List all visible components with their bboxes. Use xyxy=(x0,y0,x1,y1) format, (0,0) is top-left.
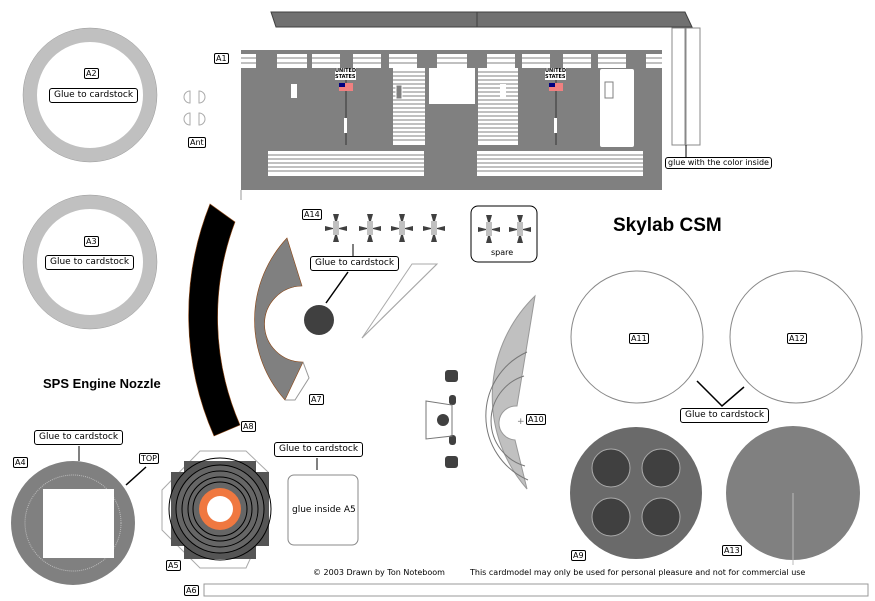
glue-callout-a2: Glue to cardstock xyxy=(49,88,139,103)
part-label-a4: A4 xyxy=(13,457,28,468)
part-label-a12: A12 xyxy=(787,333,807,344)
top-strip xyxy=(270,11,693,28)
a14-thrusters xyxy=(325,214,445,256)
a4-disc xyxy=(11,446,147,585)
glue-inside-box xyxy=(287,474,359,546)
part-label-a11: A11 xyxy=(629,333,649,344)
side-strip xyxy=(671,27,687,146)
part-label-a14: A14 xyxy=(302,209,322,220)
part-label-a8: A8 xyxy=(241,421,256,432)
a9-disc xyxy=(570,427,702,559)
part-label-a13: A13 xyxy=(722,545,742,556)
license-text: This cardmodel may only be used for pers… xyxy=(470,568,806,577)
glue-callout-a3: Glue to cardstock xyxy=(45,255,135,270)
antenna-pieces xyxy=(183,90,206,126)
page-title: Skylab CSM xyxy=(613,215,722,236)
glue-callout-a11-a12: Glue to cardstock xyxy=(680,408,770,423)
part-label-a2: A2 xyxy=(84,68,99,79)
glue-color-inside-callout: glue with the color inside xyxy=(665,157,772,169)
part-label-a3: A3 xyxy=(84,236,99,247)
a7-arc xyxy=(254,237,304,401)
part-label-a6: A6 xyxy=(184,585,199,596)
part-label-a9: A9 xyxy=(571,550,586,561)
a10-half-disc: + xyxy=(425,294,536,490)
a8-nozzle-band xyxy=(188,203,241,437)
part-label-a1: A1 xyxy=(214,53,229,64)
part-label-ant: Ant xyxy=(188,137,206,148)
dark-disc xyxy=(304,305,334,335)
glue-callout-a14: Glue to cardstock xyxy=(310,256,400,271)
glue-callout-a4: Glue to cardstock xyxy=(34,430,124,445)
svg-text:+: + xyxy=(517,417,525,427)
spare-label: spare xyxy=(491,248,514,257)
a1-panel xyxy=(240,50,662,200)
nozzle-title: SPS Engine Nozzle xyxy=(43,376,161,391)
part-label-a7: A7 xyxy=(309,394,324,405)
part-label-a5: A5 xyxy=(166,560,181,571)
glue-inside-a5-label: glue inside A5 xyxy=(292,505,356,515)
a5-assembly xyxy=(161,450,272,569)
part-label-a10: A10 xyxy=(526,414,546,425)
a6-strip xyxy=(203,583,869,597)
glue-callout-a5: Glue to cardstock xyxy=(274,442,364,457)
copyright-text: © 2003 Drawn by Ton Noteboom xyxy=(313,568,445,577)
part-label-top: TOP xyxy=(139,453,160,464)
